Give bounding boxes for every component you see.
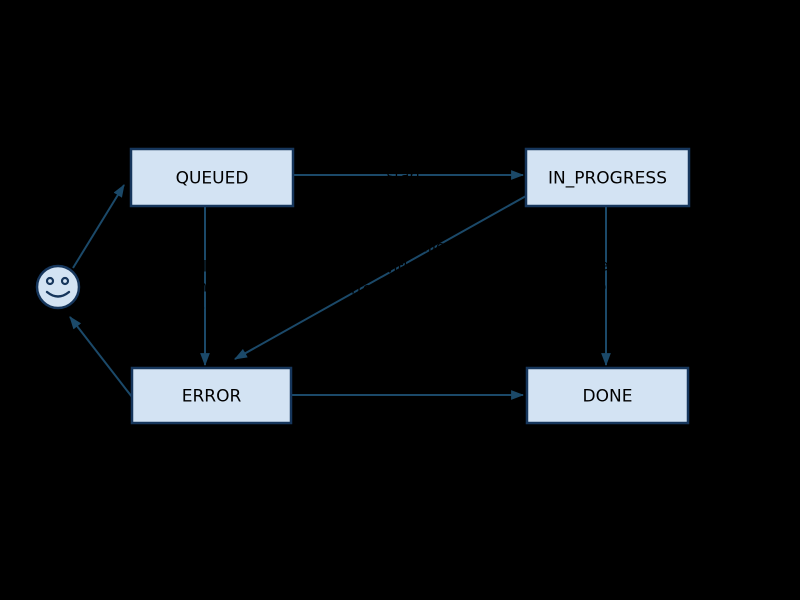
smiley-smile-icon — [45, 290, 71, 298]
edge-start-to-queued — [72, 184, 125, 269]
state-node-box-in_progress — [524, 147, 691, 208]
edge-label-in_progress-to-error-line1: failed — [413, 238, 455, 256]
edge-label-in_progress-to-error-line3: error — [342, 280, 379, 298]
state-node-in_progress: IN_PROGRESS — [524, 147, 691, 208]
state-node-queued: QUEUED — [129, 147, 295, 208]
state-node-done: DONE — [525, 366, 690, 425]
state-node-box-queued — [129, 147, 295, 208]
smiley-eye-icon-1 — [45, 276, 55, 286]
state-node-label-done: DONE — [583, 387, 633, 407]
state-node-box-done — [525, 366, 690, 425]
edge-label-queued-to-error-line1: failed — [184, 258, 226, 276]
edge-in_progress-to-error — [234, 195, 527, 360]
state-node-label-in_progress: IN_PROGRESS — [548, 169, 667, 189]
edge-label-in_progress-to-done-line2: ok — [597, 278, 615, 296]
edge-label-queued-to-in_progress-line1: start — [387, 167, 422, 185]
state-node-label-queued: QUEUED — [176, 169, 249, 189]
start-state-marker — [35, 264, 81, 310]
smiley-eye-icon-2 — [60, 276, 70, 286]
edge-label-in_progress-to-error-line2: with — [381, 259, 413, 277]
edge-label-queued-to-error-line2: while — [185, 278, 224, 296]
edge-error-to-start — [69, 316, 133, 398]
smiley-face-icon — [35, 264, 81, 310]
edge-label-in_progress-to-done-line1: succeeded — [566, 257, 647, 275]
state-node-error: ERROR — [130, 366, 293, 425]
state-node-box-error — [130, 366, 293, 425]
state-node-label-error: ERROR — [182, 387, 242, 407]
edge-label-queued-to-error-line3: queued — [177, 299, 234, 317]
